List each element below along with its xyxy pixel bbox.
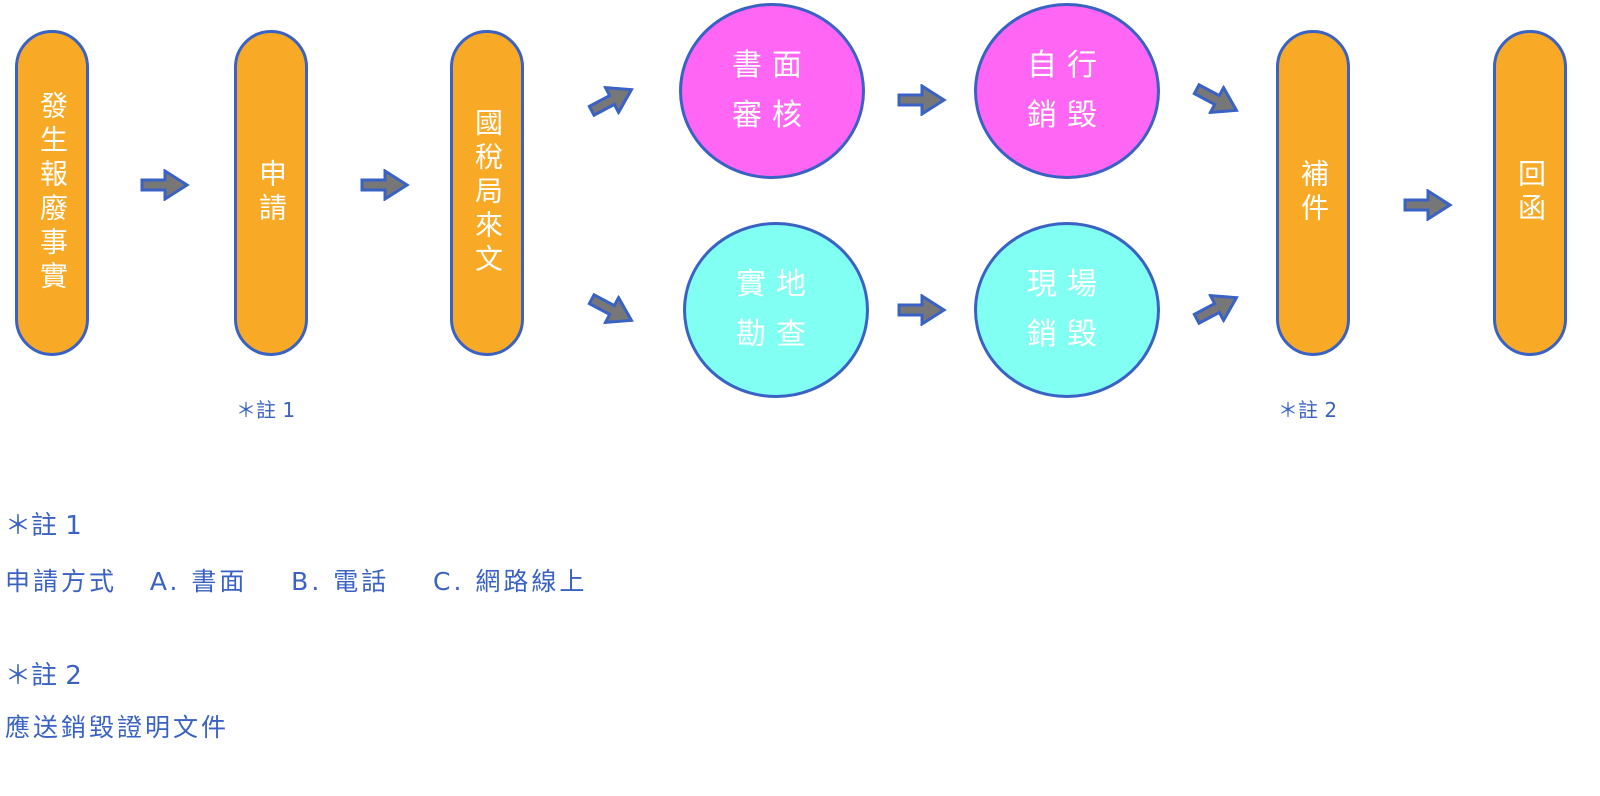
- arrow-icon: [360, 168, 410, 202]
- arrow-icon: [582, 74, 641, 126]
- footnote-2-heading: ＊註 2: [5, 661, 82, 691]
- footnote-1-heading: ＊註 1: [5, 511, 82, 541]
- step-site-inspection: 實地勘查: [683, 222, 869, 398]
- step-label: 銷毀: [1027, 317, 1107, 352]
- step-reply: 回函: [1493, 30, 1567, 356]
- step-label: 發生報廢事實: [36, 91, 69, 295]
- step-report-scrap-fact: 發生報廢事實: [15, 30, 89, 356]
- step-supplement: 補件: [1276, 30, 1350, 356]
- arrow-icon: [897, 83, 947, 117]
- step-label: 審核: [732, 98, 812, 133]
- step-apply: 申請: [234, 30, 308, 356]
- arrow-icon: [1187, 282, 1246, 334]
- step-tax-bureau-letter: 國稅局來文: [450, 30, 524, 356]
- step-label: 補件: [1297, 159, 1330, 227]
- arrow-icon: [1403, 188, 1453, 222]
- footnote-1-text: 申請方式 A. 書面 B. 電話 C. 網路線上: [5, 567, 588, 596]
- note-1-marker: ＊註 1: [236, 398, 296, 422]
- step-label: 自行: [1027, 48, 1107, 83]
- arrow-icon: [140, 168, 190, 202]
- footnote-2-text: 應送銷毀證明文件: [5, 713, 230, 742]
- note-2-marker: ＊註 2: [1278, 398, 1338, 422]
- step-label: 國稅局來文: [471, 108, 504, 278]
- step-label: 勘查: [736, 317, 816, 352]
- step-label: 銷毀: [1027, 98, 1107, 133]
- step-label: 實地: [736, 267, 816, 302]
- step-document-review: 書面審核: [679, 3, 865, 179]
- arrow-icon: [897, 293, 947, 327]
- step-label: 申請: [255, 159, 288, 227]
- step-label: 書面: [732, 48, 812, 83]
- arrow-icon: [1187, 74, 1246, 126]
- step-onsite-destroy: 現場銷毀: [974, 222, 1160, 398]
- step-label: 回函: [1514, 159, 1547, 227]
- step-label: 現場: [1027, 267, 1107, 302]
- arrow-icon: [582, 284, 641, 336]
- step-self-destroy: 自行銷毀: [974, 3, 1160, 179]
